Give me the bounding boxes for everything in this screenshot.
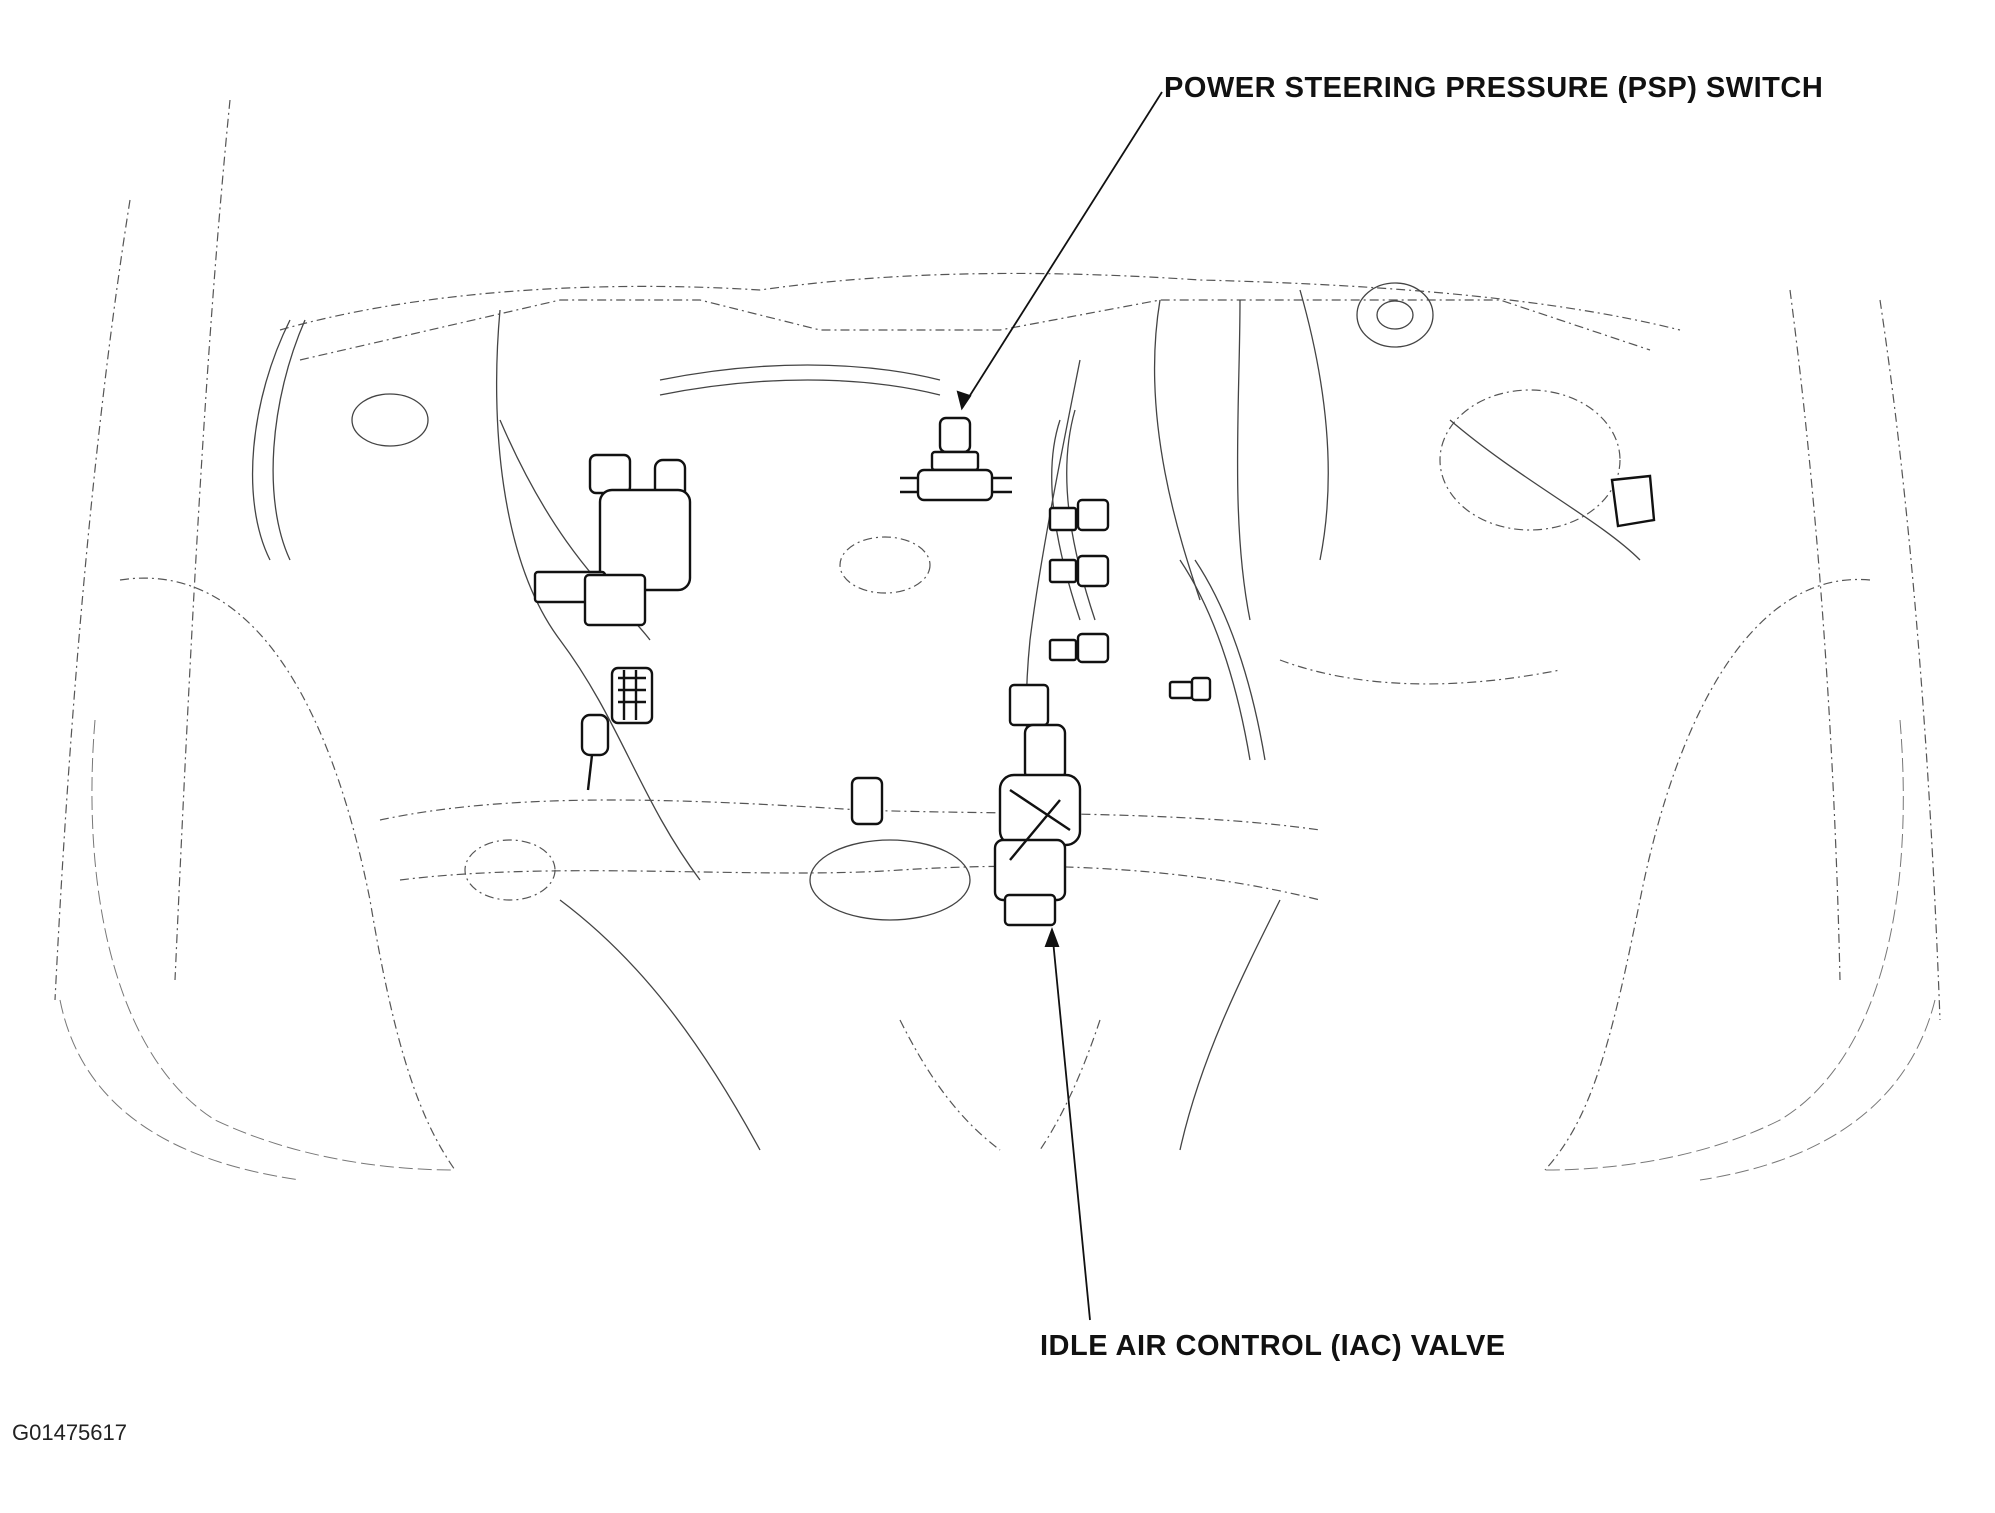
relay-right [1610, 474, 1656, 528]
injector-connectors [1048, 498, 1212, 702]
iac-leader [1044, 927, 1091, 1321]
iac-valve-part [993, 683, 1082, 927]
psp-switch-part [900, 416, 1012, 502]
figure-id: G01475617 [12, 1420, 127, 1445]
engine-outline [279, 272, 1681, 1151]
distributor-assembly [533, 453, 692, 791]
right-fender [1544, 289, 1941, 1181]
iac-valve-label: IDLE AIR CONTROL (IAC) VALVE [1040, 1330, 1506, 1362]
psp-leader [956, 91, 1163, 411]
psp-switch-label: POWER STEERING PRESSURE (PSP) SWITCH [1164, 72, 1824, 104]
left-fender [54, 99, 456, 1181]
hoses-harness [251, 319, 1266, 761]
small-sensor-center [850, 776, 884, 826]
